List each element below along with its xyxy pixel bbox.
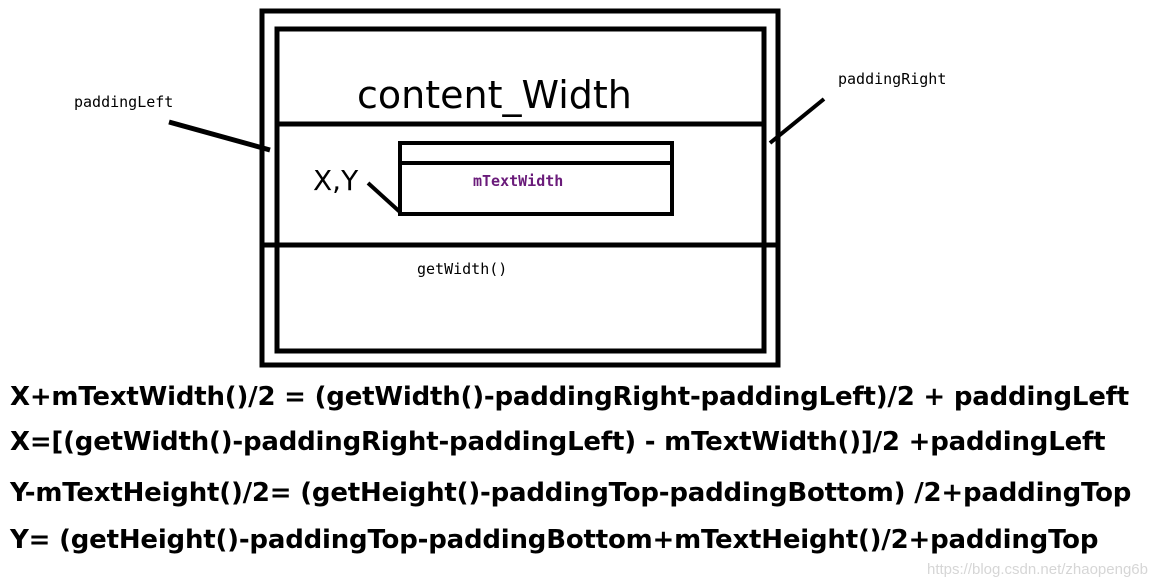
padding-right-label: paddingRight	[838, 70, 946, 88]
formula-y-center: Y-mTextHeight()/2= (getHeight()-paddingT…	[10, 478, 1132, 508]
padding-left-pointer	[168, 119, 271, 153]
padding-left-label: paddingLeft	[74, 93, 173, 111]
inner-frame	[274, 26, 767, 354]
outer-frame	[259, 8, 781, 368]
text-width-label: mTextWidth	[473, 172, 563, 190]
formula-x-center: X+mTextWidth()/2 = (getWidth()-paddingRi…	[10, 382, 1130, 412]
content-width-label: content_Width	[357, 73, 632, 117]
formula-x: X=[(getWidth()-paddingRight-paddingLeft)…	[10, 427, 1106, 457]
xy-label: X,Y	[313, 164, 359, 197]
formula-y: Y= (getHeight()-paddingTop-paddingBottom…	[10, 525, 1099, 555]
padding-right-pointer	[768, 97, 826, 145]
xy-pointer	[366, 181, 402, 214]
text-box	[398, 141, 674, 216]
layout-diagram: paddingLeft paddingRight content_Width X…	[74, 8, 946, 368]
get-width-label: getWidth()	[417, 260, 507, 278]
watermark: https://blog.csdn.net/zhaopeng6b	[926, 561, 1148, 578]
